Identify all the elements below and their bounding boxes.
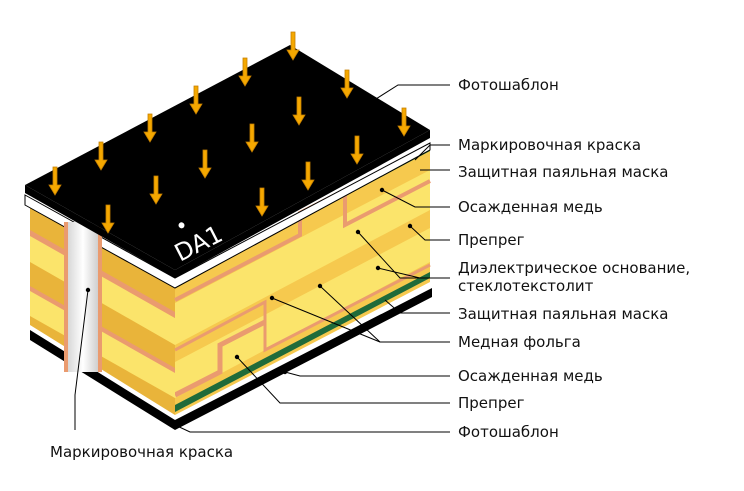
exposure-arrow bbox=[94, 141, 108, 171]
exposure-arrow bbox=[143, 113, 157, 143]
exposure-arrow bbox=[238, 57, 252, 87]
leader-photomask-bottom bbox=[174, 424, 450, 433]
leader-marking-ink-left bbox=[74, 287, 91, 430]
leader-prepreg-bottom bbox=[234, 354, 450, 404]
leader-prepreg-top bbox=[407, 223, 450, 241]
exposure-arrow bbox=[340, 69, 354, 99]
label-solder-mask-bottom: Защитная паяльная маска bbox=[458, 305, 669, 323]
exposure-arrow bbox=[189, 85, 203, 115]
label-photomask-top: Фотошаблон bbox=[458, 76, 559, 94]
leader-marking-ink-right bbox=[414, 144, 450, 161]
exposure-arrow bbox=[245, 123, 259, 153]
leader-copper-foil-2 bbox=[269, 295, 381, 343]
top-photomask bbox=[25, 45, 430, 270]
label-prepreg-bottom: Препрег bbox=[458, 394, 525, 412]
exposure-arrow bbox=[286, 31, 300, 61]
leader-solder-mask-bottom bbox=[384, 299, 450, 314]
leader-dielectric-1 bbox=[355, 229, 420, 279]
copper-trace-bottom bbox=[173, 319, 267, 398]
leader-dielectric-2 bbox=[375, 265, 450, 279]
via-hole bbox=[68, 222, 98, 372]
label-solder-mask-top: Защитная паяльная маска bbox=[458, 163, 669, 181]
label-plated-copper-top: Осажденная медь bbox=[458, 198, 603, 216]
leader-plated-copper-top bbox=[379, 187, 450, 208]
exposure-arrow bbox=[255, 187, 269, 217]
label-photomask-bottom: Фотошаблон bbox=[458, 423, 559, 441]
leader-plated-copper-bottom bbox=[282, 369, 450, 377]
exposure-arrows bbox=[48, 31, 411, 234]
exposure-arrow bbox=[198, 149, 212, 179]
leader-lines bbox=[74, 84, 450, 433]
exposure-arrow bbox=[101, 204, 115, 234]
bottom-photomask bbox=[30, 288, 432, 430]
top-photomask-edge-right bbox=[175, 130, 430, 278]
label-prepreg-top: Препрег bbox=[458, 231, 525, 249]
label-marking-ink-left: Маркировочная краска bbox=[50, 443, 234, 461]
label-dielectric-line1: Диэлектрическое основание, bbox=[458, 259, 691, 277]
exposure-arrow bbox=[149, 175, 163, 205]
exposure-arrow bbox=[292, 96, 306, 126]
via-plating-right bbox=[98, 222, 102, 372]
exposure-arrow bbox=[397, 107, 411, 137]
exposure-arrow bbox=[48, 166, 62, 196]
top-photomask-edge-front bbox=[25, 185, 175, 278]
label-dielectric-line2: стеклотекстолит bbox=[458, 277, 594, 295]
exposure-arrow bbox=[301, 161, 315, 191]
solder-mask-bottom-stripe bbox=[175, 272, 430, 412]
copper-foil-trace bbox=[174, 263, 431, 353]
leader-photomask-top bbox=[365, 84, 450, 107]
label-plated-copper-bottom: Осажденная медь bbox=[458, 367, 603, 385]
label-copper-foil: Медная фольга bbox=[458, 333, 581, 351]
exposure-arrow bbox=[350, 135, 364, 165]
via-plating-left bbox=[64, 222, 68, 372]
label-marking-ink-right: Маркировочная краска bbox=[458, 136, 642, 154]
